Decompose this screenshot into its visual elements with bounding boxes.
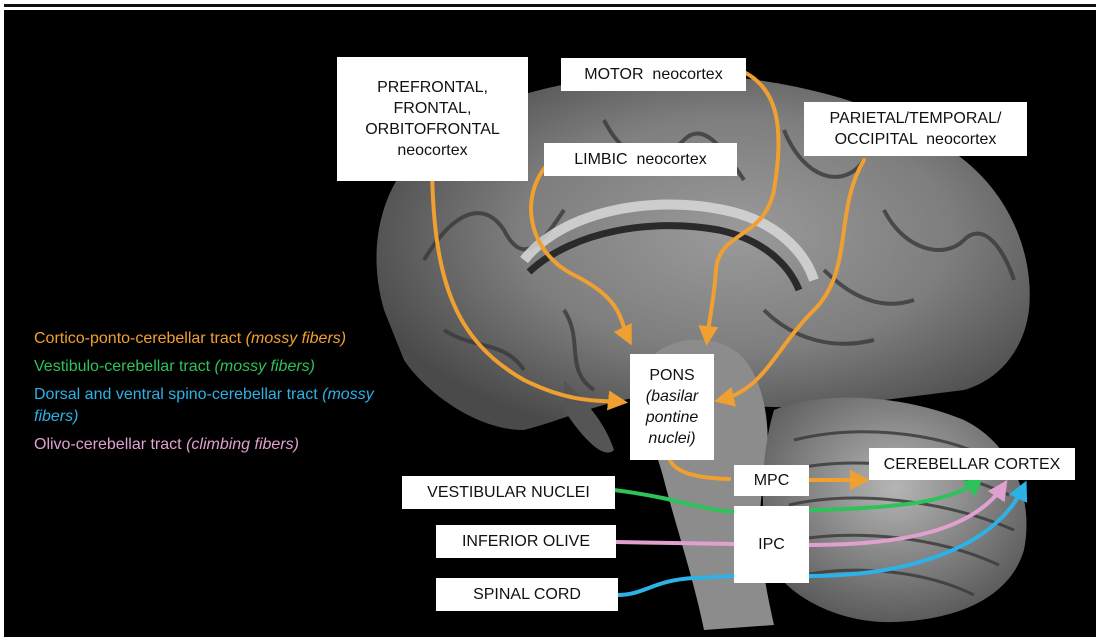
prefrontal-line-3: ORBITOFRONTAL (365, 119, 500, 140)
prefrontal-line-1: PREFRONTAL, (377, 77, 488, 98)
prefrontal-line-4: neocortex (397, 140, 467, 161)
tract-legend: Cortico-ponto-cerebellar tract (mossy fi… (34, 328, 394, 462)
arrow-parietal-to-pons (720, 160, 864, 400)
prefrontal-box: PREFRONTAL, FRONTAL, ORBITOFRONTAL neoco… (337, 57, 528, 181)
spinal-cord-box: SPINAL CORD (436, 578, 618, 611)
legend-cortico-fiber: (mossy fibers) (246, 330, 346, 347)
ipc-box: IPC (734, 506, 809, 583)
legend-item-vestibulo: Vestibulo-cerebellar tract (mossy fibers… (34, 356, 394, 378)
prefrontal-line-2: FRONTAL, (394, 98, 472, 119)
pons-sub-2: pontine (646, 407, 699, 428)
inferior-olive-box: INFERIOR OLIVE (436, 525, 616, 558)
legend-vestibulo-fiber: (mossy fibers) (215, 358, 315, 375)
legend-vestibulo-name: Vestibulo-cerebellar tract (34, 358, 210, 375)
limbic-box: LIMBIC neocortex (544, 143, 737, 176)
vestibular-nuclei-label: VESTIBULAR NUCLEI (427, 482, 590, 503)
inferior-olive-label: INFERIOR OLIVE (462, 531, 590, 552)
arrow-limbic-to-pons (531, 160, 629, 340)
cerebellar-cortex-label: CEREBELLAR CORTEX (884, 454, 1061, 475)
cerebellar-cortex-box: CEREBELLAR CORTEX (869, 448, 1075, 480)
arrow-pons-to-mpc (669, 458, 729, 479)
mpc-label: MPC (754, 470, 790, 491)
legend-item-cortico-ponto: Cortico-ponto-cerebellar tract (mossy fi… (34, 328, 394, 350)
pons-sub-1: (basilar (646, 386, 698, 407)
motor-box: MOTOR neocortex (561, 58, 746, 91)
legend-spino-name: Dorsal and ventral spino-cerebellar trac… (34, 386, 318, 403)
pons-box: PONS (basilar pontine nuclei) (630, 354, 714, 460)
top-border-line (4, 4, 1096, 7)
legend-olivo-name: Olivo-cerebellar tract (34, 436, 182, 453)
pons-sub-3: nuclei) (648, 428, 695, 449)
vestibular-nuclei-box: VESTIBULAR NUCLEI (402, 476, 615, 509)
mpc-box: MPC (734, 465, 809, 496)
limbic-label: LIMBIC neocortex (574, 149, 707, 170)
parietal-line-2: OCCIPITAL neocortex (835, 129, 997, 150)
parietal-box: PARIETAL/TEMPORAL/ OCCIPITAL neocortex (804, 102, 1027, 156)
legend-item-olivo: Olivo-cerebellar tract (climbing fibers) (34, 434, 394, 456)
legend-cortico-name: Cortico-ponto-cerebellar tract (34, 330, 241, 347)
legend-item-spino: Dorsal and ventral spino-cerebellar trac… (34, 384, 394, 428)
ipc-label: IPC (758, 534, 785, 555)
pons-title: PONS (649, 365, 694, 386)
arrow-motor-to-pons (707, 72, 779, 340)
parietal-line-1: PARIETAL/TEMPORAL/ (830, 108, 1002, 129)
spinal-cord-label: SPINAL CORD (473, 584, 581, 605)
arrow-olive-to-cortex (616, 485, 1004, 545)
legend-olivo-fiber: (climbing fibers) (186, 436, 299, 453)
diagram-canvas: PREFRONTAL, FRONTAL, ORBITOFRONTAL neoco… (4, 10, 1096, 637)
motor-label: MOTOR neocortex (584, 64, 722, 85)
